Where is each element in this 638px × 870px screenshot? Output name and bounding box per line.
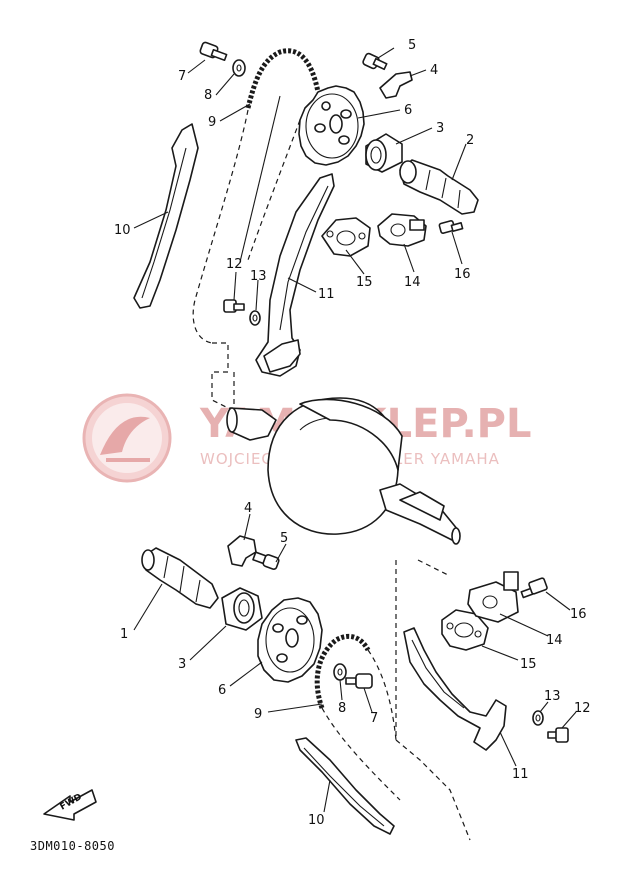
chain-hidden-line-lower: [321, 649, 401, 801]
cam-sprocket-6-lower: [257, 597, 323, 683]
camshaft-1-lower: [141, 547, 219, 609]
callout-16-upper: 16: [454, 267, 471, 282]
tensioner-arm-11-upper: [255, 173, 335, 377]
callout-10-upper: 10: [114, 223, 131, 238]
callout-3-lower: 3: [178, 657, 186, 672]
callout-5-upper: 5: [408, 38, 416, 53]
cam-sprocket-6-upper: [298, 85, 365, 166]
gasket-15-upper: [321, 217, 371, 257]
bolt-16-upper: [438, 220, 464, 234]
callout-6-upper: 6: [404, 103, 412, 118]
callout-1-lower: 1: [120, 627, 128, 642]
callout-4-lower: 4: [244, 501, 252, 516]
callout-8-upper: 8: [204, 88, 212, 103]
leader-lines: [133, 47, 577, 813]
callout-11-lower: 11: [512, 767, 529, 782]
callout-3-upper: 3: [436, 121, 444, 136]
spacer-3-lower: [221, 587, 263, 631]
callout-15-upper: 15: [356, 275, 373, 290]
bolt-7-upper: [199, 41, 228, 62]
callout-10-lower: 10: [308, 813, 325, 828]
forward-arrow-icon: FWD: [43, 789, 97, 821]
callout-2-upper: 2: [466, 133, 474, 148]
callout-11-upper: 11: [318, 287, 335, 302]
cam-chain-9-upper: [245, 48, 321, 109]
washer-8-upper: [232, 59, 246, 77]
bolt-16-lower: [520, 577, 548, 599]
callout-8-lower: 8: [338, 701, 346, 716]
chain-guide-10-upper: [133, 123, 199, 309]
lock-plate-4-lower: [227, 535, 257, 567]
watermark-logo-icon: [82, 393, 172, 483]
chain-tensioner-14-upper: [377, 213, 427, 247]
bolt-12-upper: [223, 299, 245, 313]
callout-13-upper: 13: [250, 269, 267, 284]
callout-7-lower: 7: [370, 711, 378, 726]
lock-plate-4-upper: [379, 71, 413, 99]
callout-12-upper: 12: [226, 257, 243, 272]
gasket-15-lower: [441, 609, 489, 651]
chain-tensioner-14-lower: [467, 571, 519, 623]
bolt-5-lower: [252, 551, 280, 570]
callout-5-lower: 5: [280, 531, 288, 546]
washer-8-lower: [333, 663, 347, 681]
tensioner-arm-11-lower: [403, 627, 507, 751]
callout-14-upper: 14: [404, 275, 421, 290]
callout-15-lower: 15: [520, 657, 537, 672]
bolt-7-lower: [345, 673, 373, 689]
camshaft-2-upper: [399, 159, 479, 215]
callout-4-upper: 4: [430, 63, 438, 78]
callout-9-lower: 9: [254, 707, 262, 722]
bolt-5-upper: [362, 52, 388, 71]
chain-hidden-line-upper-left: [192, 109, 249, 344]
callout-7-upper: 7: [178, 69, 186, 84]
chain-guide-10-lower: [295, 737, 395, 835]
chain-hidden-line-guide: [211, 342, 233, 411]
washer-13-lower: [532, 710, 544, 726]
callout-labels: 7 8 9 5 4 6 3 2 10 12 13 11 15 14 16 4 5…: [114, 38, 591, 828]
callout-13-lower: 13: [544, 689, 561, 704]
bolt-12-lower: [547, 727, 569, 743]
callout-12-lower: 12: [574, 701, 591, 716]
callout-16-lower: 16: [570, 607, 587, 622]
crankshaft: [226, 372, 471, 841]
washer-13-upper: [249, 310, 261, 326]
callout-9-upper: 9: [208, 115, 216, 130]
callout-14-lower: 14: [546, 633, 563, 648]
chain-hidden-line-upper-right: [247, 119, 301, 261]
spacer-3-upper: [365, 133, 403, 173]
cam-chain-9-lower: [314, 633, 371, 709]
callout-6-lower: 6: [218, 683, 226, 698]
diagram-code: 3DM010-8050: [30, 839, 115, 853]
